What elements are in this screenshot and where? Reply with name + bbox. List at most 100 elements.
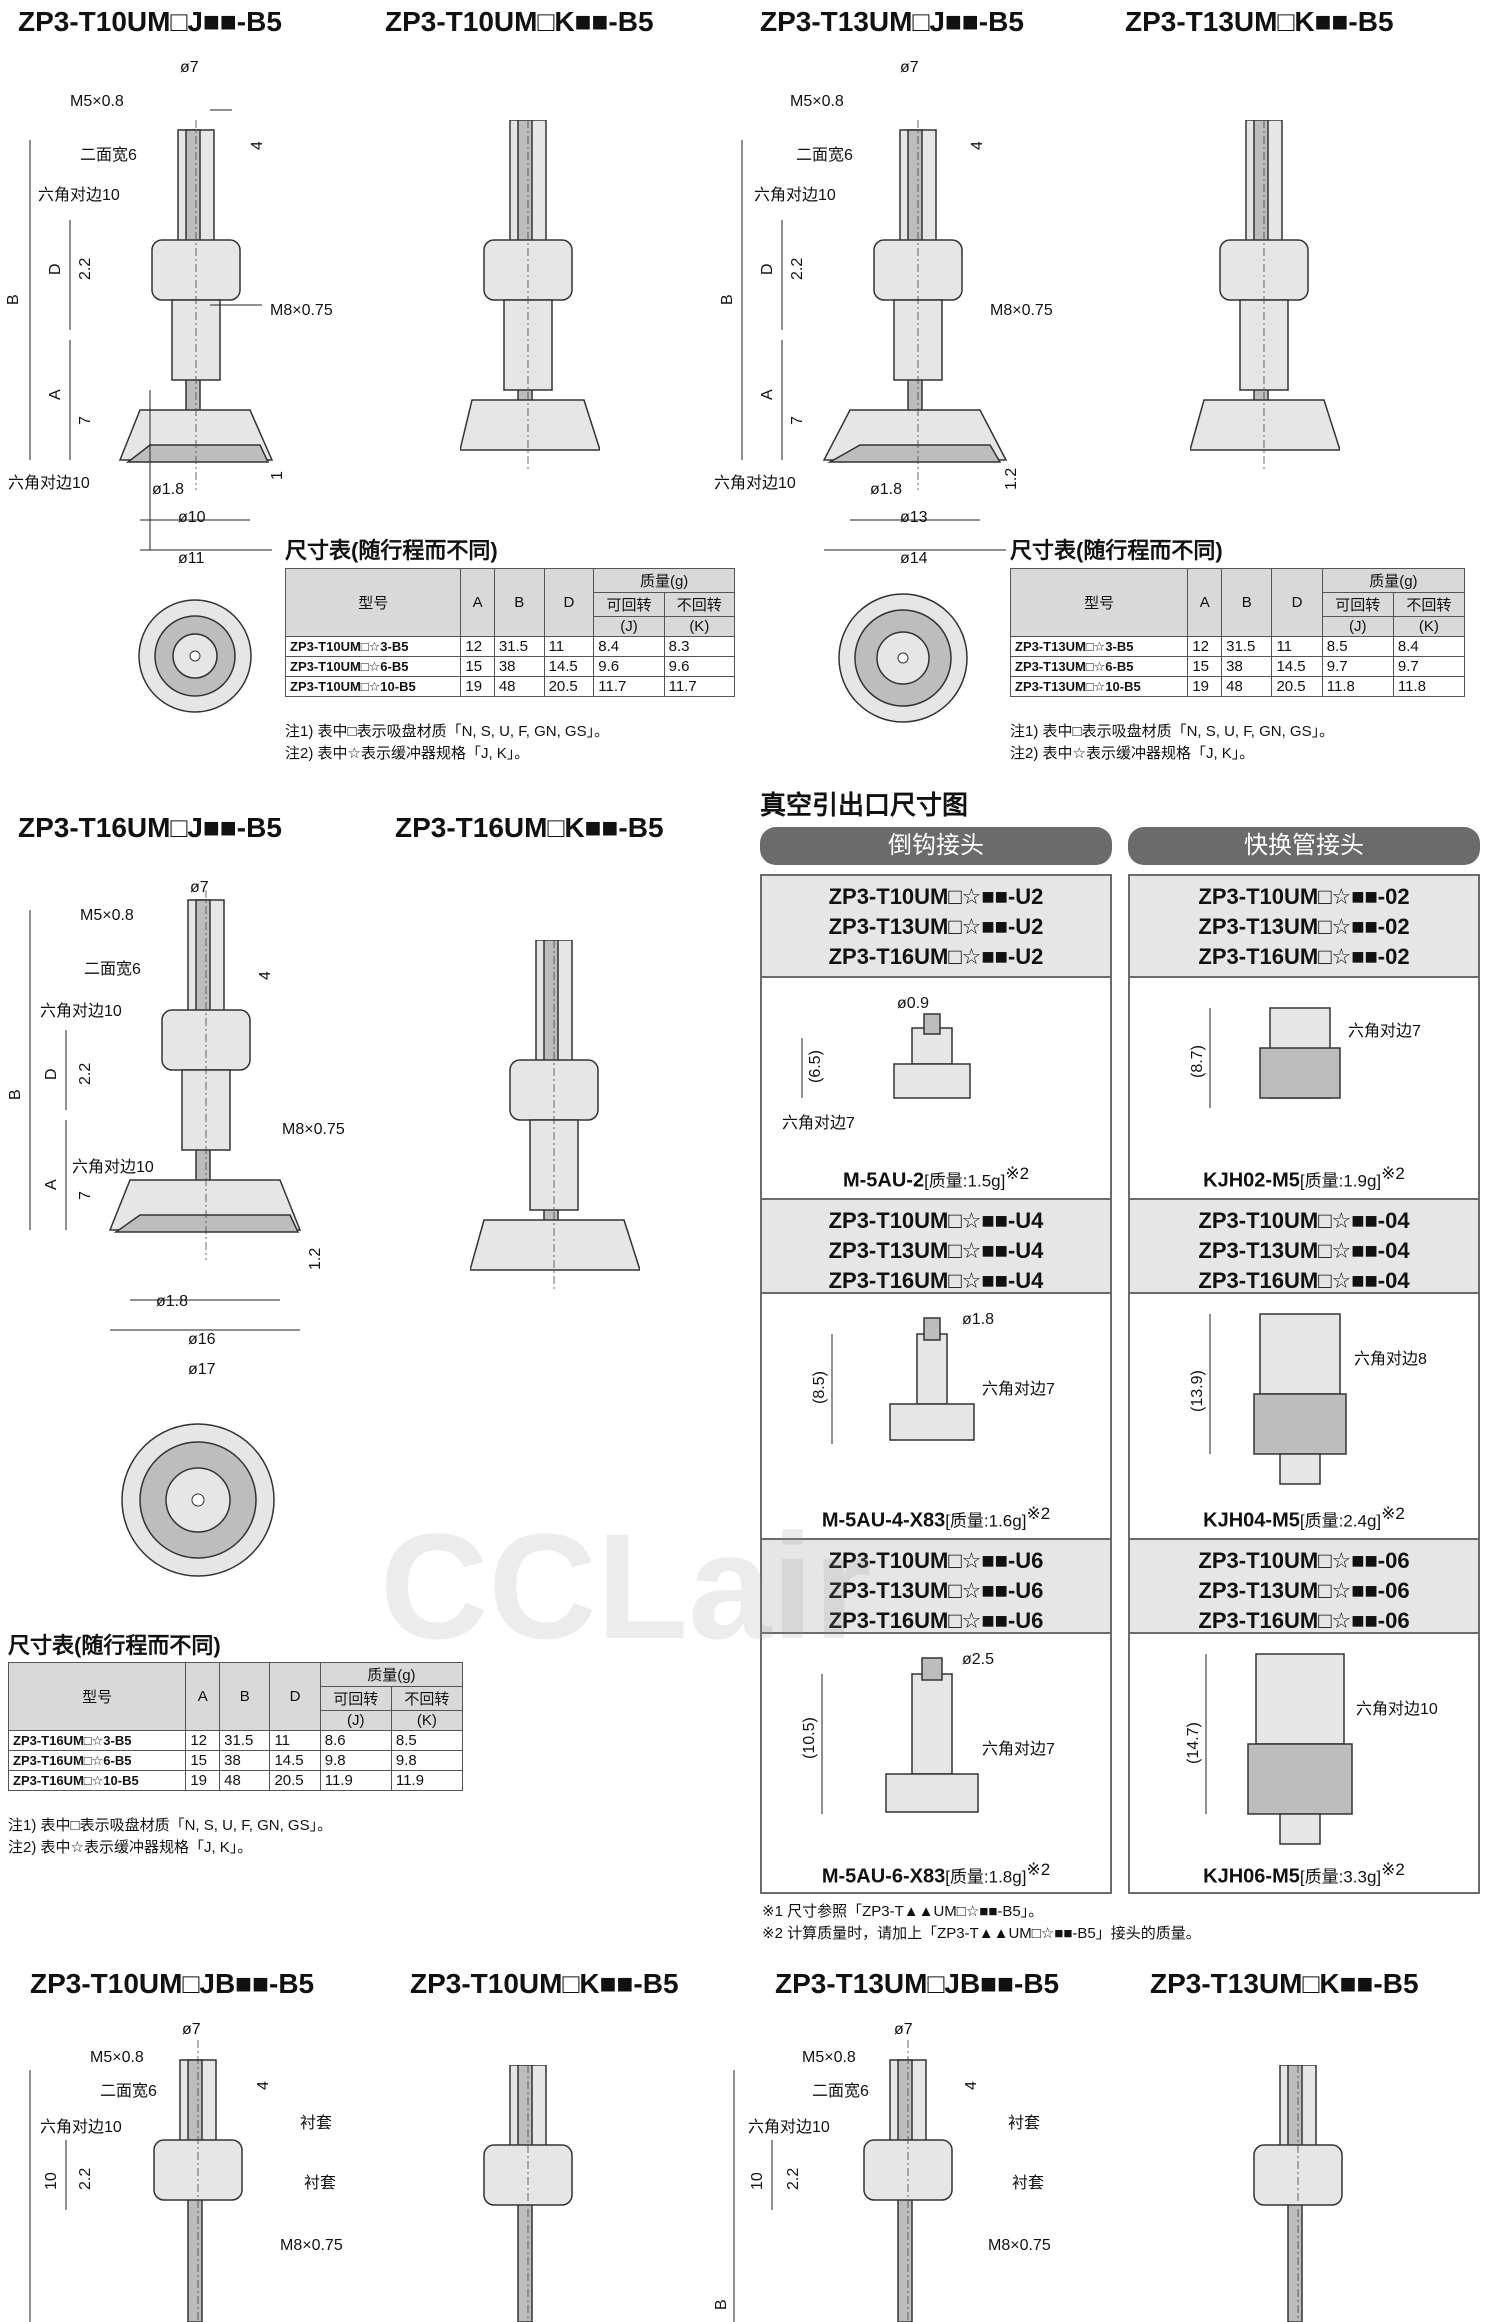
svg-text:(10.5): (10.5): [801, 1717, 818, 1759]
bottom-view-t10: [138, 599, 252, 713]
svg-text:(13.9): (13.9): [1189, 1370, 1206, 1412]
dim-flat6: 二面宽6: [796, 146, 853, 164]
fitting-m5au-2-drawing: ø0.9 (6.5) 六角对边7: [782, 995, 971, 1132]
vac-header-onetouch: 快换管接头: [1128, 827, 1480, 865]
dim-hex10-mid: 六角对边10: [72, 1158, 154, 1176]
vac-footnote-2: ※2 计算质量时，请加上「ZP3-T▲▲UM□☆■■-B5」接头的质量。: [762, 1925, 1201, 1942]
dim-1-2: 1.2: [307, 1248, 324, 1270]
dim-B: B: [5, 294, 22, 305]
dim-4: 4: [257, 971, 274, 980]
dim-flat6: 二面宽6: [80, 146, 137, 164]
dim-hex10-top: 六角对边10: [38, 186, 120, 204]
vac-section-title: 真空引出口尺寸图: [760, 790, 969, 820]
svg-text:ø2.5: ø2.5: [962, 1651, 994, 1668]
title-t10-k-bottom: ZP3-T10UM□K■■-B5: [410, 1968, 679, 1999]
dim-d7: ø7: [190, 879, 209, 896]
dim-m8: M8×0.75: [270, 302, 333, 319]
svg-text:(14.7): (14.7): [1185, 1722, 1202, 1764]
fitting-kjh04-caption: KJH04-M5[质量:2.4g]※2: [1203, 1504, 1405, 1532]
dim-2-2: 2.2: [77, 258, 94, 280]
title-t13-k: ZP3-T13UM□K■■-B5: [1125, 6, 1394, 37]
svg-text:六角对边7: 六角对边7: [782, 1114, 855, 1132]
svg-text:M8×0.75: M8×0.75: [280, 2237, 343, 2254]
svg-text:10: 10: [749, 2172, 766, 2190]
dim-m5: M5×0.8: [80, 907, 134, 924]
dim-A: A: [43, 1179, 60, 1190]
svg-text:M8×0.75: M8×0.75: [988, 2237, 1051, 2254]
note-2-t16: 注2) 表中☆表示缓冲器规格「J, K」。: [8, 1839, 253, 1856]
svg-text:(6.5): (6.5): [807, 1050, 824, 1083]
fitting-kjh06-drawing: (14.7) 六角对边10: [1185, 1653, 1438, 1845]
dim-d13: ø13: [900, 509, 928, 526]
svg-text:衬套: 衬套: [300, 2114, 332, 2132]
dim-1: 1: [269, 471, 286, 480]
svg-text:六角对边10: 六角对边10: [1356, 1700, 1438, 1718]
fitting-m5au-4-caption: M-5AU-4-X83[质量:1.6g]※2: [821, 1504, 1051, 1532]
svg-text:六角对边10: 六角对边10: [748, 2118, 830, 2136]
svg-text:2.2: 2.2: [77, 2168, 94, 2190]
title-t13-k-bottom: ZP3-T13UM□K■■-B5: [1150, 1968, 1419, 1999]
title-t13-jb: ZP3-T13UM□JB■■-B5: [775, 1968, 1060, 1999]
dim-hex10-top: 六角对边10: [754, 186, 836, 204]
dim-D: D: [43, 1068, 60, 1080]
dim-D: D: [759, 263, 776, 275]
drawing-t10-k: [460, 120, 600, 470]
svg-text:二面宽6: 二面宽6: [100, 2082, 157, 2100]
svg-text:衬套: 衬套: [1008, 2114, 1040, 2132]
svg-text:ø0.9: ø0.9: [897, 995, 929, 1012]
vac-header-barb: 倒钩接头: [760, 827, 1112, 865]
dim-d1-8: ø1.8: [870, 481, 902, 498]
dim-m8: M8×0.75: [990, 302, 1053, 319]
note-1-t10: 注1) 表中□表示吸盘材质「N, S, U, F, GN, GS」。: [285, 723, 610, 740]
dim-hex10-top: 六角对边10: [40, 1002, 122, 1020]
dim-7: 7: [77, 416, 94, 425]
dim-d10: ø10: [178, 509, 206, 526]
svg-text:(8.7): (8.7): [1189, 1045, 1206, 1078]
svg-text:M5×0.8: M5×0.8: [90, 2049, 144, 2066]
dim-d16: ø16: [188, 1331, 216, 1348]
fitting-m5au-6-caption: M-5AU-6-X83[质量:1.8g]※2: [821, 1860, 1051, 1888]
fitting-kjh06-caption: KJH06-M5[质量:3.3g]※2: [1203, 1860, 1405, 1888]
table-title-t10: 尺寸表(随行程而不同): [285, 538, 498, 563]
dim-7: 7: [789, 416, 806, 425]
svg-text:10: 10: [43, 2172, 60, 2190]
dim-m8: M8×0.75: [282, 1121, 345, 1138]
dim-A: A: [759, 389, 776, 400]
note-2-t10: 注2) 表中☆表示缓冲器规格「J, K」。: [285, 745, 530, 762]
note-1-t13: 注1) 表中□表示吸盘材质「N, S, U, F, GN, GS」。: [1010, 723, 1335, 740]
drawing-t13-jb: ø7 M5×0.8 二面宽6 六角对边10 衬套 衬套 M8×0.75 4 10…: [713, 2021, 1051, 2322]
dim-m5: M5×0.8: [790, 93, 844, 110]
drawing-t13-k: [1190, 120, 1340, 470]
title-t10-j: ZP3-T10UM□J■■-B5: [18, 6, 282, 37]
svg-text:2.2: 2.2: [785, 2168, 802, 2190]
dim-m5: M5×0.8: [70, 93, 124, 110]
vac-footnote-1: ※1 尺寸参照「ZP3-T▲▲UM□☆■■-B5」。: [762, 1903, 1044, 1920]
dim-d11: ø11: [178, 550, 204, 567]
drawing-t13-j: B D A 2.2 7 4 1.2 ø7 M5×0.8 二面宽6 六角对边10 …: [714, 59, 1053, 567]
dim-d1-8: ø1.8: [156, 1293, 188, 1310]
drawing-t10-k-bottom: [483, 2065, 573, 2322]
svg-text:六角对边7: 六角对边7: [982, 1740, 1055, 1758]
svg-text:B: B: [713, 2299, 730, 2310]
fitting-m5au-6-drawing: ø2.5 (10.5) 六角对边7: [801, 1651, 1055, 1814]
svg-text:4: 4: [963, 2081, 980, 2090]
drawing-t16-k: [470, 940, 640, 1290]
dim-4: 4: [969, 141, 986, 150]
dim-d7: ø7: [180, 59, 199, 76]
svg-text:六角对边8: 六角对边8: [1354, 1350, 1427, 1368]
dim-d1-8: ø1.8: [152, 481, 184, 498]
dim-2-2: 2.2: [789, 258, 806, 280]
dim-flat6: 二面宽6: [84, 960, 141, 978]
svg-text:衬套: 衬套: [304, 2174, 336, 2192]
note-2-t13: 注2) 表中☆表示缓冲器规格「J, K」。: [1010, 745, 1255, 762]
